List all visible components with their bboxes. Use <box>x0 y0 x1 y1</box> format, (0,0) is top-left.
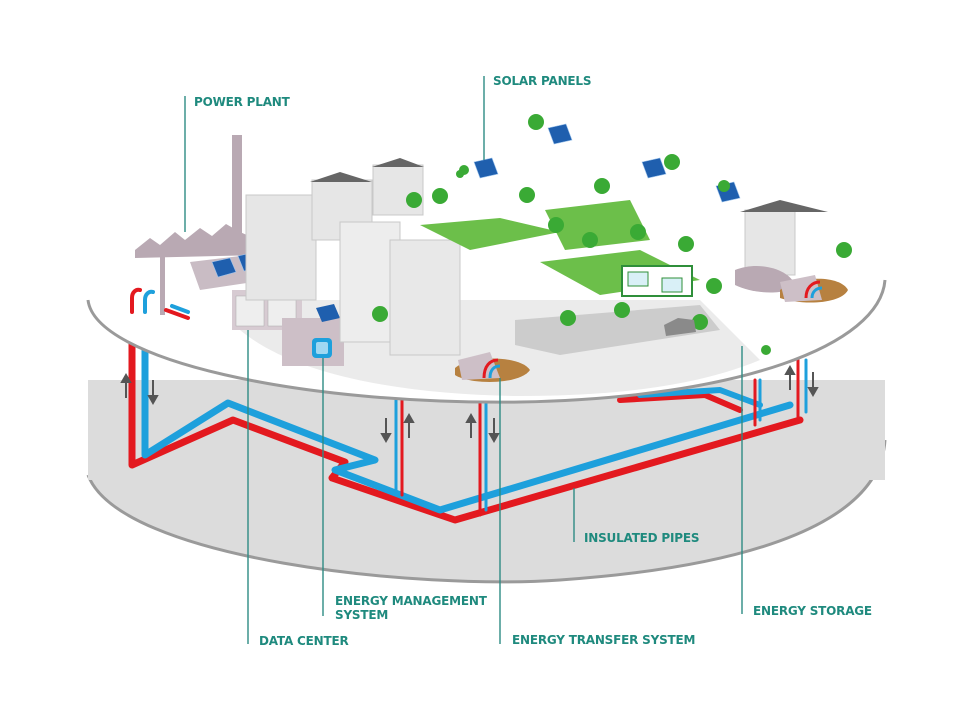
label-insulated-pipes: INSULATED PIPES <box>584 531 700 545</box>
label-data-center: DATA CENTER <box>259 634 349 648</box>
flow-arrows <box>120 364 819 444</box>
label-power-plant: POWER PLANT <box>194 95 290 109</box>
label-energy-storage: ENERGY STORAGE <box>753 604 872 618</box>
leader-lines <box>184 76 743 644</box>
arrow-up-icon <box>403 412 415 438</box>
power-plant-pipes <box>130 287 190 320</box>
arrow-down-icon <box>147 380 159 406</box>
hot-pipe-main <box>128 291 804 524</box>
energy-transfer-pit <box>455 352 530 382</box>
arrow-up-icon <box>120 372 132 398</box>
arrow-up-icon <box>465 412 477 438</box>
arrow-down-icon <box>807 372 819 398</box>
arrow-up-icon <box>784 364 796 390</box>
label-energy-management-line2: SYSTEM <box>335 608 389 622</box>
cold-pipe-far <box>637 387 763 408</box>
trees <box>372 114 852 355</box>
insulated-pipes <box>128 291 808 524</box>
car <box>664 318 696 336</box>
energy-storage-pit <box>780 275 848 303</box>
label-energy-transfer-system: ENERGY TRANSFER SYSTEM <box>512 633 696 647</box>
bus <box>621 265 693 297</box>
arrow-down-icon <box>380 418 392 444</box>
cold-pipe-main <box>141 291 794 514</box>
city-ground <box>420 200 795 355</box>
label-solar-panels: SOLAR PANELS <box>493 74 592 88</box>
apartment-buildings <box>245 158 828 356</box>
label-energy-management-line1: ENERGY MANAGEMENT <box>335 594 487 608</box>
arrow-down-icon <box>488 418 500 444</box>
hot-pipe-far <box>617 392 743 413</box>
